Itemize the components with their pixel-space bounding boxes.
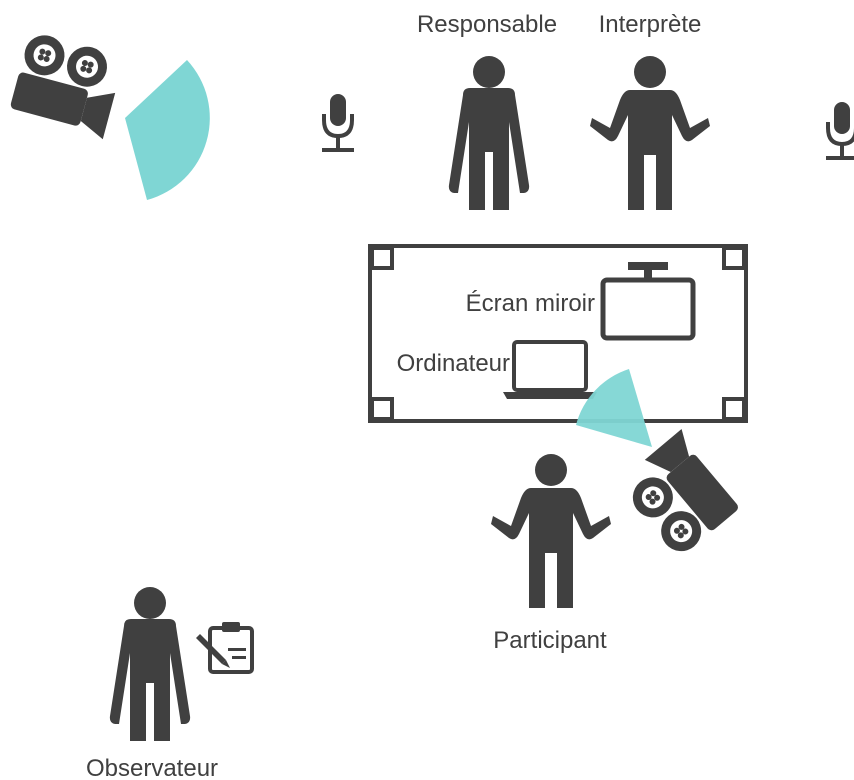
label-observateur: Observateur — [86, 755, 218, 780]
monitor-icon — [600, 262, 696, 341]
video-camera-icon — [615, 428, 745, 560]
camera-table-group — [576, 369, 745, 560]
table-corner — [722, 397, 746, 421]
person-icon — [448, 56, 530, 210]
video-camera-icon — [8, 30, 126, 140]
microphone-icon — [320, 92, 356, 154]
label-ordinateur: Ordinateur — [397, 350, 510, 377]
clipboard-icon — [196, 622, 254, 674]
table-corner — [722, 246, 746, 270]
person-participant: Participant — [491, 454, 611, 654]
table-corner — [370, 246, 394, 270]
person-icon — [590, 56, 710, 210]
person-icon — [491, 454, 611, 608]
camera-view-cone — [125, 60, 210, 200]
person-responsable: Responsable — [417, 11, 557, 210]
person-observateur: Observateur — [86, 587, 254, 780]
microphone-icon — [824, 100, 854, 162]
laptop: Ordinateur — [397, 340, 597, 399]
camera-view-cone — [576, 369, 652, 447]
mirror-screen: Écran miroir — [466, 262, 696, 341]
label-participant: Participant — [493, 627, 607, 654]
label-responsable: Responsable — [417, 11, 557, 38]
camera-top-left-group — [8, 30, 210, 200]
person-icon — [109, 587, 191, 741]
laptop-icon — [503, 340, 597, 399]
label-interprete: Interprète — [599, 11, 702, 38]
label-ecran-miroir: Écran miroir — [466, 290, 595, 317]
table-corner — [370, 397, 394, 421]
person-interprete: Interprète — [590, 11, 710, 210]
